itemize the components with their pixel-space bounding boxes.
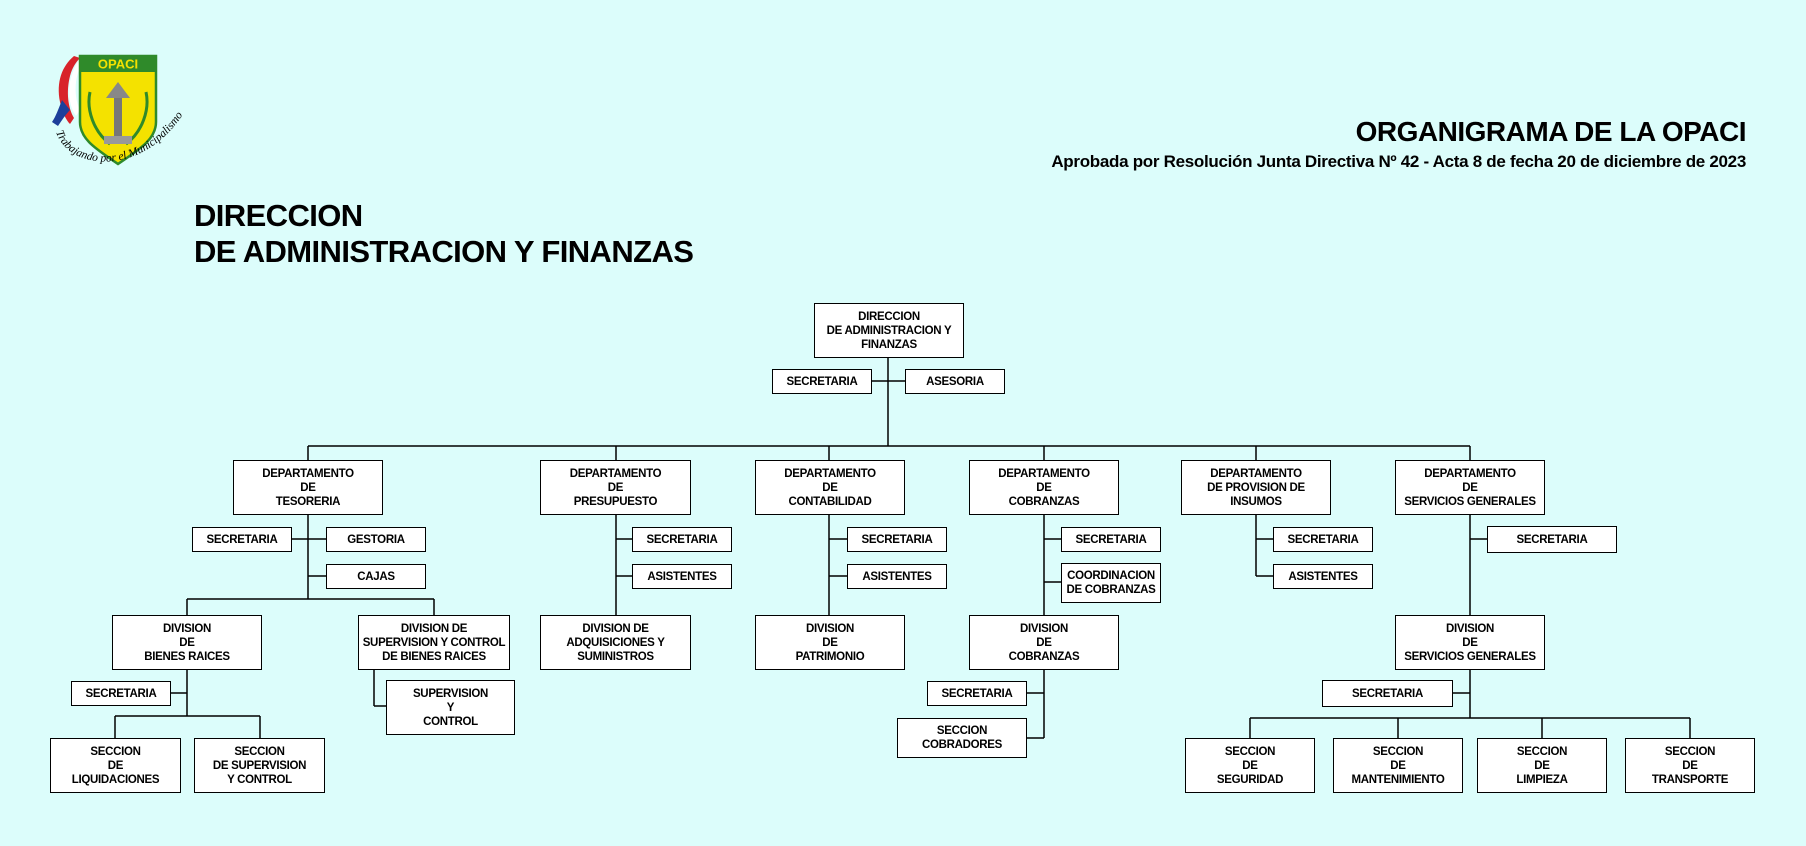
box-sec-transporte: SECCION DE TRANSPORTE <box>1625 738 1755 793</box>
page-title: ORGANIGRAMA DE LA OPACI <box>1355 116 1747 147</box>
box-dep-contabilidad: DEPARTAMENTO DE CONTABILIDAD <box>755 460 905 515</box>
box-tesoreria-secretaria: SECRETARIA <box>192 527 292 552</box>
page-subtitle: Aprobada por Resolución Junta Directiva … <box>1051 152 1746 171</box>
box-tesoreria-gestoria: GESTORIA <box>326 527 426 552</box>
box-div-bienes-raices: DIVISION DE BIENES RAICES <box>112 615 262 670</box>
box-cobranzas-secretaria: SECRETARIA <box>1061 527 1161 552</box>
box-dep-tesoreria: DEPARTAMENTO DE TESORERIA <box>233 460 383 515</box>
box-contabilidad-asistentes: ASISTENTES <box>847 564 947 589</box>
box-div-adquisiciones: DIVISION DE ADQUISICIONES Y SUMINISTROS <box>540 615 691 670</box>
logo-text: OPACI <box>98 57 138 72</box>
box-provision-secretaria: SECRETARIA <box>1273 527 1373 552</box>
box-coordinacion-cobranzas: COORDINACION DE COBRANZAS <box>1061 563 1161 603</box>
box-div-patrimonio: DIVISION DE PATRIMONIO <box>755 615 905 670</box>
flag-ribbon-blue <box>52 100 70 126</box>
box-supervision-y-control: SUPERVISION Y CONTROL <box>386 680 515 735</box>
box-contabilidad-secretaria: SECRETARIA <box>847 527 947 552</box>
box-sec-limpieza: SECCION DE LIMPIEZA <box>1477 738 1607 793</box>
box-div-supervision-bienes: DIVISION DE SUPERVISION Y CONTROL DE BIE… <box>358 615 510 670</box>
section-heading-line2: DE ADMINISTRACION Y FINANZAS <box>194 234 694 269</box>
box-dep-cobranzas: DEPARTAMENTO DE COBRANZAS <box>969 460 1119 515</box>
box-asesoria: ASESORIA <box>905 369 1005 394</box>
box-sec-liquidaciones: SECCION DE LIQUIDACIONES <box>50 738 181 793</box>
box-dep-provision-insumos: DEPARTAMENTO DE PROVISION DE INSUMOS <box>1181 460 1331 515</box>
box-direccion-admin-finanzas: DIRECCION DE ADMINISTRACION Y FINANZAS <box>814 303 964 358</box>
flag-ribbon-white <box>69 58 84 116</box>
box-presupuesto-secretaria: SECRETARIA <box>632 527 732 552</box>
box-div-servicios-generales: DIVISION DE SERVICIOS GENERALES <box>1395 615 1545 670</box>
box-div-cobranzas-secretaria: SECRETARIA <box>927 681 1027 706</box>
box-sec-seguridad: SECCION DE SEGURIDAD <box>1185 738 1315 793</box>
box-sec-mantenimiento: SECCION DE MANTENIMIENTO <box>1333 738 1463 793</box>
box-servicios-secretaria: SECRETARIA <box>1487 526 1617 553</box>
box-provision-asistentes: ASISTENTES <box>1273 564 1373 589</box>
box-sec-supervision-control: SECCION DE SUPERVISION Y CONTROL <box>194 738 325 793</box>
box-dep-servicios-generales: DEPARTAMENTO DE SERVICIOS GENERALES <box>1395 460 1545 515</box>
box-div-cobranzas: DIVISION DE COBRANZAS <box>969 615 1119 670</box>
box-tesoreria-cajas: CAJAS <box>326 564 426 589</box>
box-secretaria-direccion: SECRETARIA <box>772 369 872 394</box>
box-sec-cobradores: SECCION COBRADORES <box>897 718 1027 758</box>
section-heading-line1: DIRECCION <box>194 198 363 233</box>
opaci-logo: OPACI Trabajando por el Municipalismo <box>52 54 185 166</box>
box-presupuesto-asistentes: ASISTENTES <box>632 564 732 589</box>
box-div-servicios-secretaria: SECRETARIA <box>1322 680 1453 707</box>
box-dep-presupuesto: DEPARTAMENTO DE PRESUPUESTO <box>540 460 691 515</box>
box-bienes-secretaria: SECRETARIA <box>71 681 171 706</box>
